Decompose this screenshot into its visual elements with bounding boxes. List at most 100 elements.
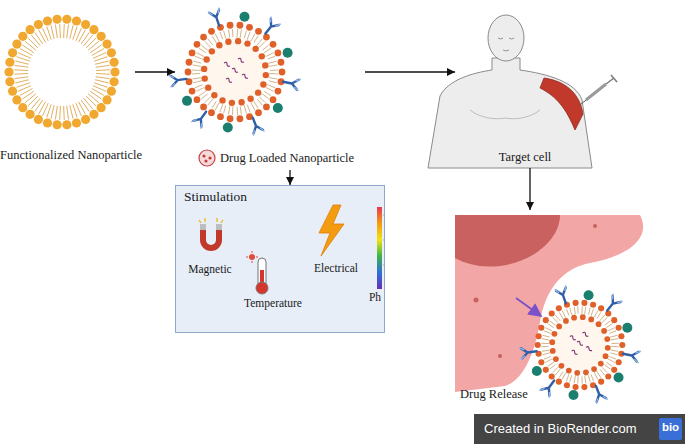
lipid-tail	[220, 105, 223, 112]
lipid-head	[246, 24, 253, 31]
lipid-head	[611, 367, 617, 373]
lipid-head	[549, 373, 555, 379]
lipid-tail	[224, 31, 226, 39]
flow-arrow	[529, 168, 530, 210]
lipid-tail	[543, 335, 550, 337]
lipid-tail	[553, 367, 558, 372]
lipid-tail	[67, 106, 69, 120]
lipid-tail	[570, 308, 572, 315]
lipid-tail	[244, 31, 246, 39]
lipid-head	[53, 15, 62, 24]
lipid-tail	[96, 65, 110, 67]
lipid-tail	[566, 309, 569, 316]
watermark-logo-text: bio	[659, 421, 682, 435]
lipid-tail	[79, 30, 86, 42]
lipid-tail	[73, 104, 77, 117]
lipid-tail	[22, 45, 34, 53]
ph-scale-icon	[377, 207, 382, 289]
lipid-tail	[31, 98, 40, 109]
lipid-tail	[542, 350, 549, 351]
lipid-head	[605, 311, 611, 317]
lipid-head	[4, 67, 13, 76]
lipid-head	[12, 95, 21, 104]
lipid-tail	[577, 376, 578, 383]
lipid-tail	[553, 317, 558, 322]
lipid-head	[549, 311, 555, 317]
human-figure	[580, 100, 586, 105]
lipid-head	[81, 20, 90, 29]
lipid-head	[573, 384, 579, 390]
lipid-head	[203, 56, 209, 62]
magnet-icon	[199, 218, 223, 223]
lipid-tail	[86, 38, 96, 48]
lipid-head	[110, 67, 119, 76]
lipid-head	[556, 305, 562, 311]
lipid-tail	[257, 39, 262, 45]
lipid-tail	[270, 78, 278, 79]
lipid-tail	[192, 70, 200, 71]
antibody	[191, 118, 204, 129]
lipid-tail	[201, 45, 207, 50]
lipid-tail	[229, 107, 230, 115]
lipid-tail	[251, 103, 255, 110]
lipid-tail	[237, 107, 238, 115]
lipid-head	[244, 40, 250, 46]
lipid-tail	[67, 24, 69, 38]
lipid-tail	[224, 106, 226, 114]
lipid-tail	[545, 328, 551, 331]
lipid-head	[588, 317, 594, 323]
lipid-head	[263, 104, 270, 111]
lipid-tail	[35, 100, 43, 112]
lipid-tail	[260, 41, 266, 47]
lipid-head	[200, 104, 207, 111]
lipid-tail	[254, 36, 258, 43]
lipid-tail	[585, 376, 586, 383]
drug-molecule	[226, 78, 232, 82]
lipid-head	[238, 99, 244, 105]
antibody	[556, 288, 570, 305]
lipid-tail	[28, 38, 38, 48]
lipid-head	[208, 28, 215, 35]
lipid-tail	[262, 94, 268, 99]
lipid-head	[217, 113, 224, 120]
node-label: Magnetic	[180, 263, 240, 277]
lipid-head	[270, 96, 277, 103]
lipid-tail	[270, 70, 278, 71]
lipid-head	[598, 361, 604, 367]
lipid-tail	[597, 312, 601, 318]
ligand	[569, 390, 579, 400]
lipid-tail	[257, 99, 262, 105]
lipid-tail	[195, 56, 202, 59]
lipid-tail	[606, 324, 612, 328]
lipid-tail	[555, 315, 560, 321]
lipid-tail	[610, 353, 617, 355]
antibody	[261, 17, 281, 38]
lipid-head	[208, 109, 215, 116]
drug-icon	[199, 150, 215, 166]
magnet-icon	[200, 224, 206, 230]
cell-membrane	[455, 215, 643, 392]
antibody	[247, 115, 264, 135]
lipid-tail	[550, 365, 556, 369]
lipid-head	[109, 58, 118, 67]
lipid-tail	[574, 307, 575, 314]
lipid-head	[552, 331, 558, 337]
lipid-head	[275, 88, 282, 95]
lipid-tail	[63, 106, 65, 120]
drug-icon	[208, 156, 211, 159]
drug-molecule	[586, 347, 592, 351]
lipid-tail	[543, 353, 550, 355]
node-label: Ph	[365, 291, 385, 305]
lipid-head	[566, 368, 572, 374]
lipid-head	[18, 32, 27, 41]
ph-scale-icon	[377, 207, 385, 289]
lipid-head	[278, 59, 285, 66]
cell-membrane	[498, 354, 502, 358]
lipid-head	[549, 339, 555, 345]
lipid-head	[252, 46, 258, 52]
lipid-head	[211, 92, 217, 98]
lipid-head	[255, 109, 262, 116]
lipid-tail	[193, 61, 201, 63]
particle-core	[205, 42, 265, 102]
